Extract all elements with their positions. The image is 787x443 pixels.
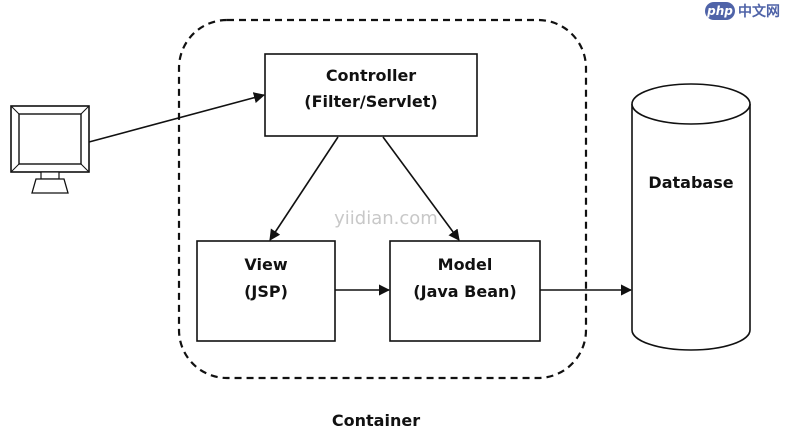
computer-monitor-icon [10,105,90,194]
view-sublabel: (JSP) [244,282,288,301]
logo-cn: 中文网 [738,3,780,20]
controller-box: Controller (Filter/Servlet) [264,53,478,137]
view-label: View [244,255,287,274]
arrow-controller-to-model [382,136,460,241]
container-boundary [177,18,588,380]
controller-sublabel: (Filter/Servlet) [304,92,437,111]
site-logo: php 中文网 [705,2,780,20]
container-label: Container [332,411,420,430]
arrow-controller-to-view [269,136,339,241]
arrow-client-to-controller [88,92,266,143]
view-box: View (JSP) [196,240,336,342]
logo-php: php [706,4,733,18]
database-cylinder: Database [631,83,751,351]
controller-label: Controller [326,66,416,85]
model-label: Model [438,255,493,274]
model-sublabel: (Java Bean) [413,282,516,301]
model-box: Model (Java Bean) [389,240,541,342]
watermark-text: yiidian.com [334,208,438,229]
database-label: Database [648,173,733,192]
